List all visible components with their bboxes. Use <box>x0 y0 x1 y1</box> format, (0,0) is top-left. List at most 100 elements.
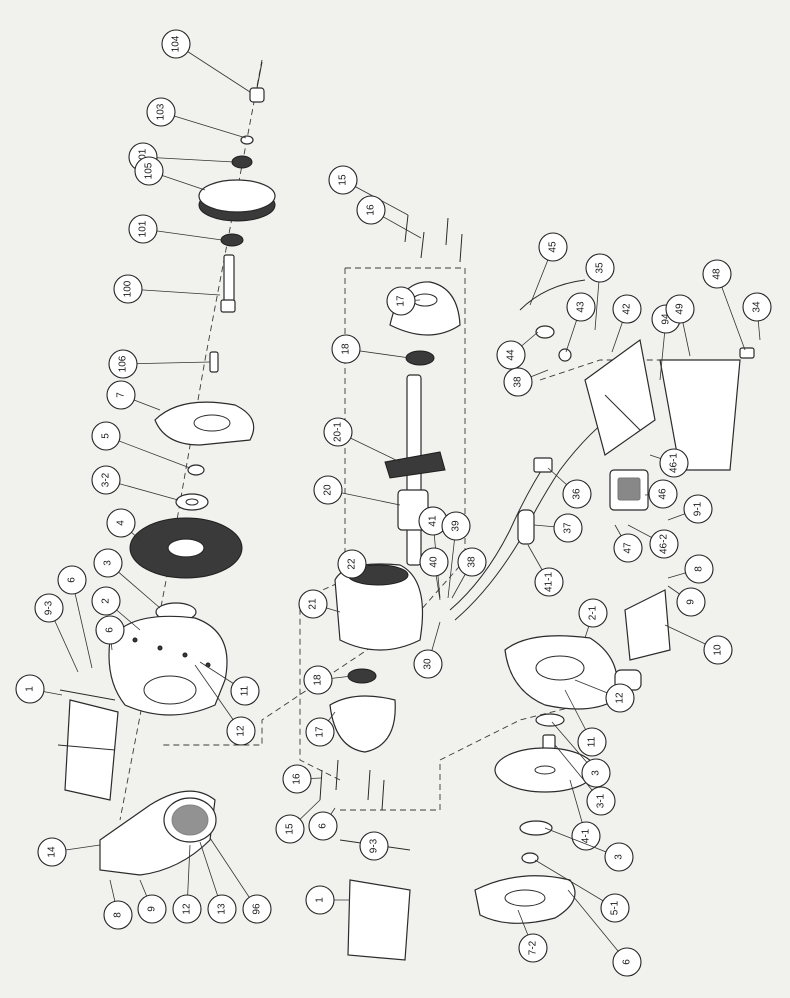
callout-circle <box>298 589 328 619</box>
callout-label: 18 <box>313 674 324 686</box>
part-43-clamp <box>558 348 572 362</box>
callout-circle <box>242 894 272 924</box>
callout-label: 11 <box>240 685 251 696</box>
callout: 14 <box>37 837 101 867</box>
callout: 39 <box>441 511 471 599</box>
callout-label: 12 <box>615 692 626 704</box>
part-13-filter-grille <box>163 797 217 843</box>
callout: 96 <box>209 837 272 924</box>
callout-label: 14 <box>47 846 58 858</box>
callout: 6 <box>308 807 338 841</box>
callout-label: 17 <box>396 295 407 307</box>
callout-circle <box>359 831 389 861</box>
callout-label: 96 <box>252 903 263 915</box>
callout-label: 12 <box>236 725 247 737</box>
callout-label: 46 <box>658 488 669 500</box>
callout: 3 <box>93 548 161 609</box>
part-101-washer-upper <box>231 155 253 169</box>
part-45-cord <box>519 279 586 311</box>
wire-harness-2 <box>449 459 549 611</box>
part-18-bearing-lower <box>347 668 377 684</box>
callout-circle <box>137 894 167 924</box>
callout: 47 <box>613 524 643 563</box>
part-18-bearing-upper <box>405 350 435 366</box>
callout-circle <box>172 894 202 924</box>
callout-label: 20-1 <box>333 422 344 442</box>
callout: 41 <box>418 506 448 599</box>
callout: 9 <box>667 585 706 617</box>
callout-circle <box>683 494 713 524</box>
callout: 20 <box>313 475 401 506</box>
callout-label: 3-1 <box>596 793 607 808</box>
callout-circle <box>91 421 121 451</box>
part-106-pin <box>209 351 219 373</box>
callout: 6 <box>95 615 125 651</box>
callout-label: 4 <box>116 520 127 526</box>
callout-label: 45 <box>548 241 559 253</box>
callout-label: 2 <box>101 598 112 604</box>
callout-circle <box>113 274 143 304</box>
callout-circle <box>128 214 158 244</box>
callout-label: 6 <box>67 577 78 583</box>
callout: 2-1 <box>578 598 608 639</box>
callout-label: 6 <box>318 823 329 829</box>
callout-label: 2-1 <box>588 605 599 620</box>
callout-leader-line <box>142 156 235 163</box>
callout-label: 12 <box>182 903 193 915</box>
callout: 3 <box>551 721 611 788</box>
callout: 3-1 <box>554 744 616 816</box>
callout: 17 <box>386 286 421 316</box>
callout-circle <box>57 565 87 595</box>
callout-circle <box>577 727 607 757</box>
callout-label: 41-1 <box>544 572 555 592</box>
callout-circle <box>308 811 338 841</box>
callout: 105 <box>134 156 206 191</box>
part-48-foot <box>739 347 755 359</box>
callout-circle <box>106 380 136 410</box>
callout: 46-2 <box>627 524 679 559</box>
part-4-wire-wheel <box>129 517 243 579</box>
callout-label: 105 <box>144 162 155 179</box>
callout-label: 15 <box>338 174 349 186</box>
callout-label: 6 <box>105 627 116 633</box>
callout-label: 48 <box>712 268 723 280</box>
part-10-bracket <box>624 589 671 661</box>
callout-label: 104 <box>171 35 182 52</box>
callout-leader-line <box>175 43 251 93</box>
callout-label: 21 <box>308 598 319 610</box>
callout-circle <box>303 665 333 695</box>
callout-circle <box>496 340 526 370</box>
callout-circle <box>108 349 138 379</box>
callout-circle <box>328 165 358 195</box>
part-42-switch-box <box>584 338 656 456</box>
callout-circle <box>134 156 164 186</box>
callout-circle <box>538 232 568 262</box>
callout-label: 7 <box>116 392 127 398</box>
callout-circle <box>95 615 125 645</box>
callout: 1 <box>15 674 63 704</box>
callout-label: 30 <box>423 658 434 670</box>
callout-circle <box>457 547 487 577</box>
callout-circle <box>91 465 121 495</box>
callout: 49 <box>665 294 695 357</box>
callout-circle <box>562 479 592 509</box>
callout-label: 9-3 <box>44 600 55 615</box>
callout-label: 103 <box>156 103 167 120</box>
callout: 4-1 <box>569 779 601 851</box>
callout-label: 16 <box>366 204 377 216</box>
callout: 46-1 <box>649 448 689 478</box>
part-101-washer-lower <box>220 233 244 247</box>
callout-circle <box>684 554 714 584</box>
part-104-knob <box>249 61 265 103</box>
part-3-flange-right-outer <box>519 820 553 836</box>
callout: 17 <box>305 711 336 747</box>
callout-label: 101 <box>138 148 149 165</box>
callout-label: 9-3 <box>369 838 380 853</box>
callout-label: 20 <box>323 484 334 496</box>
callout-circle <box>37 837 67 867</box>
callout-label: 34 <box>752 301 763 313</box>
callout-label: 18 <box>341 343 352 355</box>
callout-circle <box>676 587 706 617</box>
callout: 48 <box>702 259 746 351</box>
